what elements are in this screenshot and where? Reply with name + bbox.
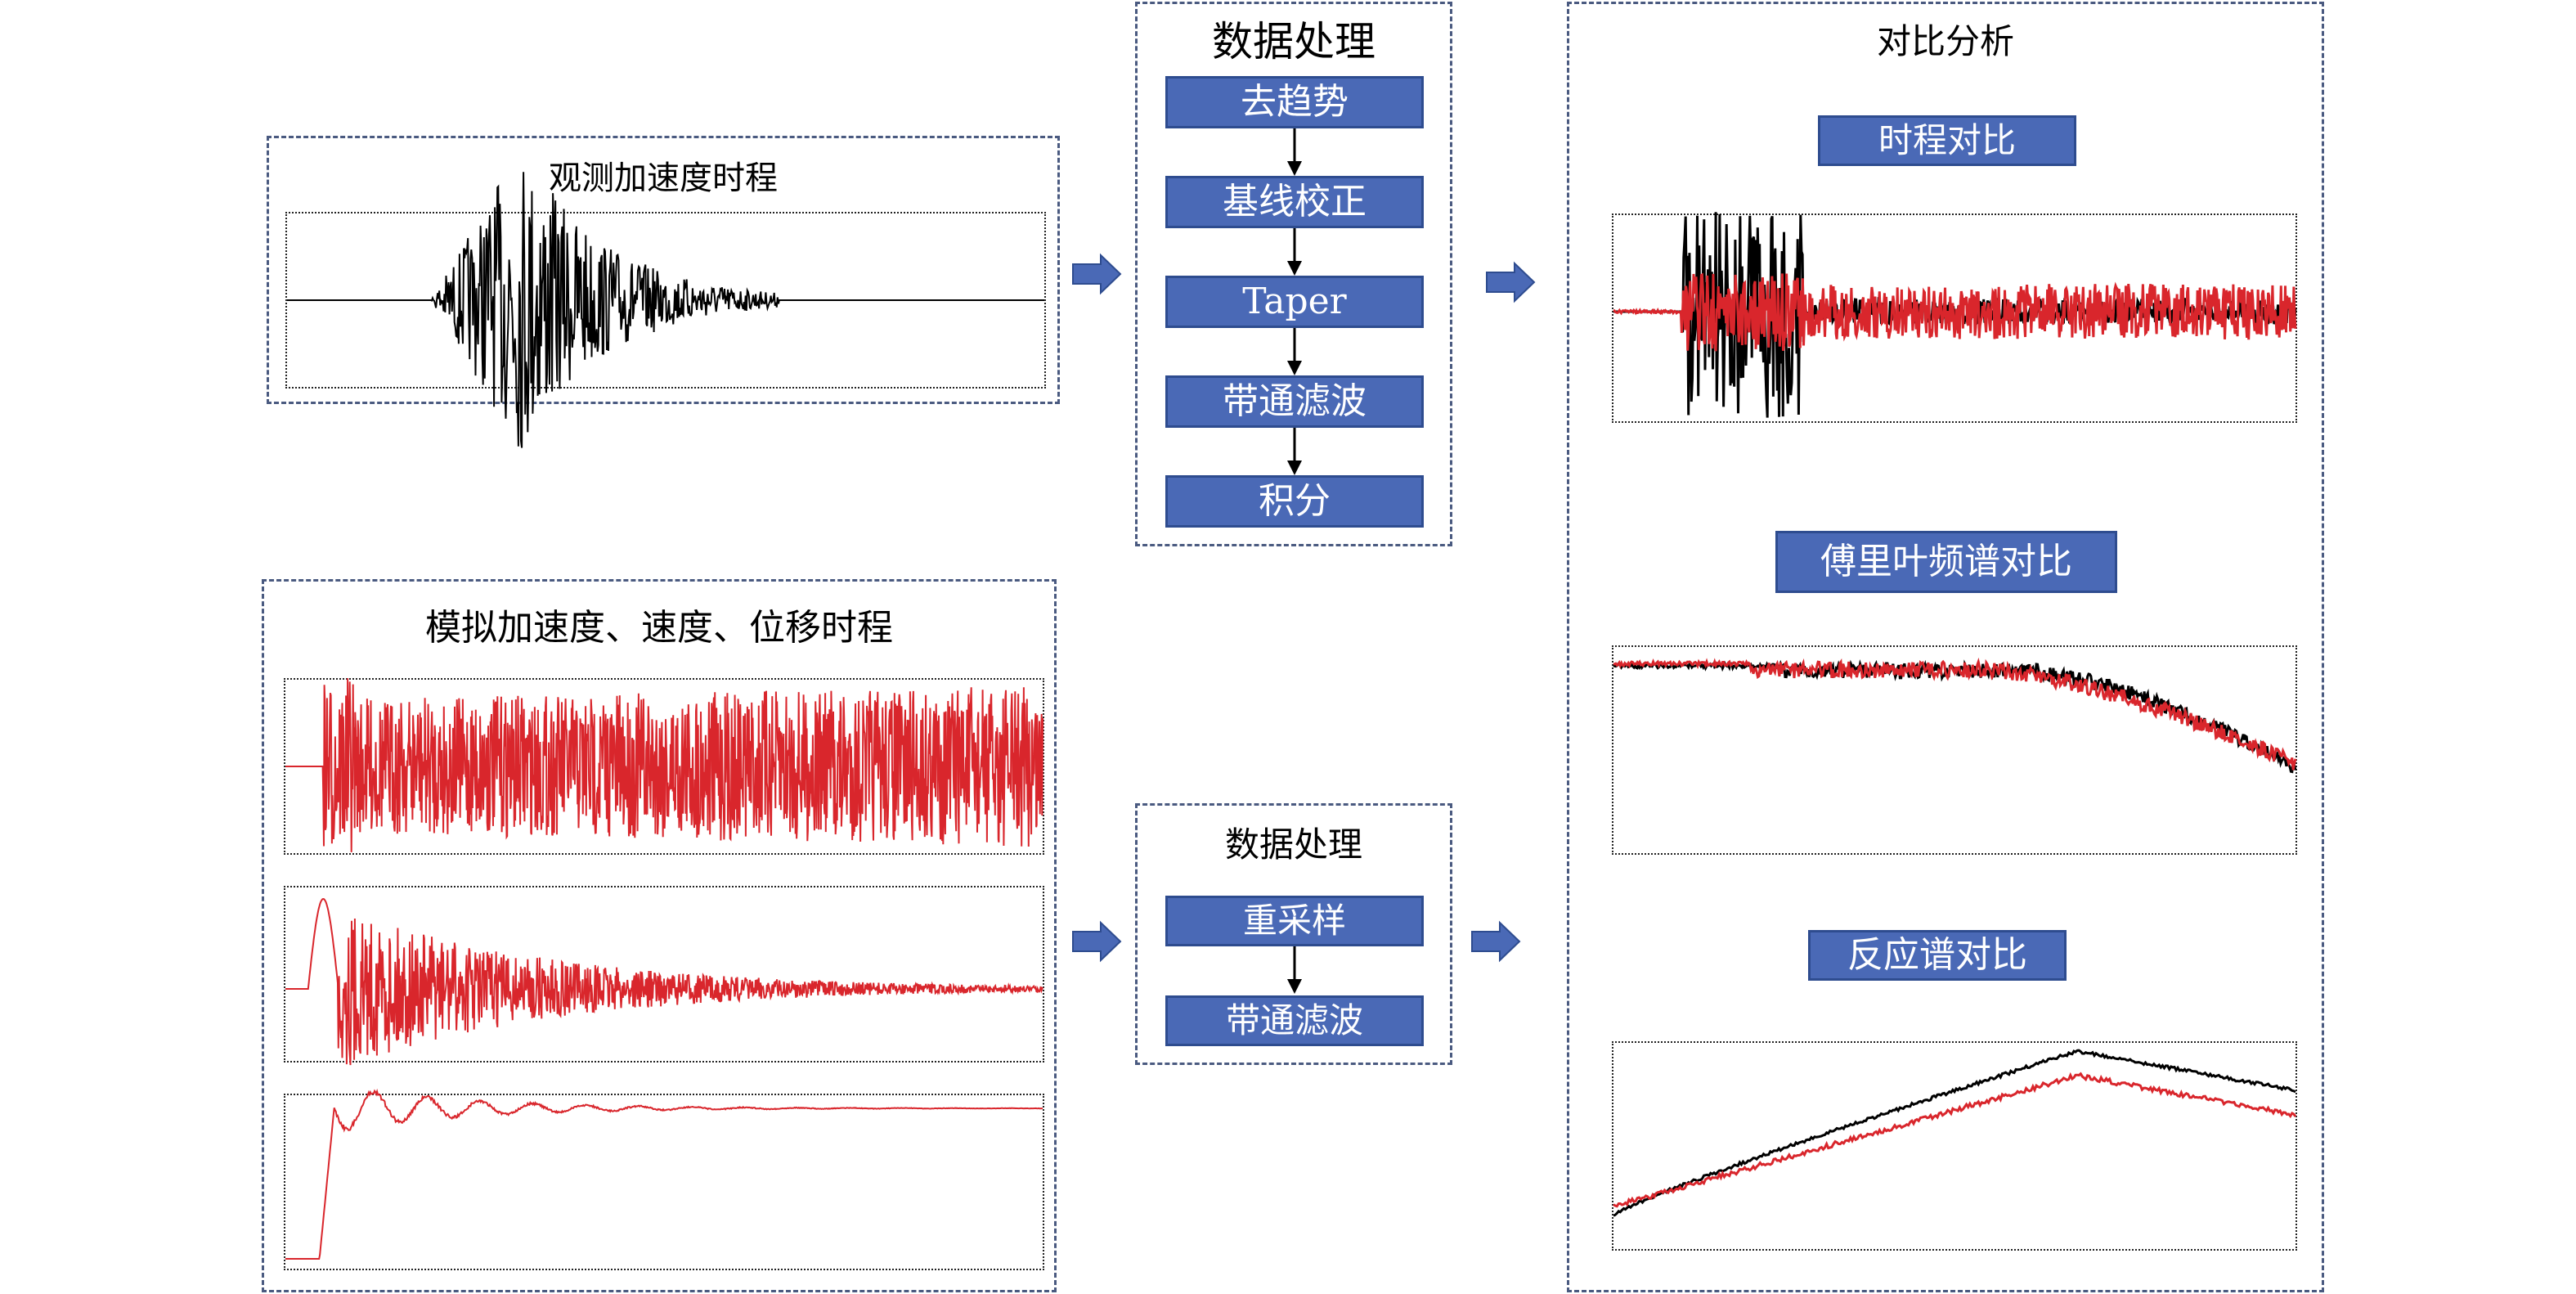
fourier-compare-chart xyxy=(1612,657,2297,774)
right-block-arrow-icon xyxy=(1072,253,1122,295)
sim-displacement-waveform xyxy=(285,1088,1043,1260)
response-compare-plot-box xyxy=(1612,1041,2297,1251)
simulated-panel: 模拟加速度、速度、位移时程 xyxy=(262,579,1057,1292)
sim-acceleration-box xyxy=(284,678,1044,855)
compare-panel: 对比分析 时程对比 傅里叶频谱对比 反应谱对比 xyxy=(1567,2,2324,1292)
proc-bottom-title: 数据处理 xyxy=(1224,824,1362,865)
down-arrow-icon xyxy=(1287,128,1302,176)
observed-waveform xyxy=(287,172,1044,448)
sim-velocity-waveform xyxy=(285,897,1043,1066)
observed-title: 观测加速度时程 xyxy=(549,160,778,197)
sim-displacement-box xyxy=(284,1088,1044,1270)
sim-acceleration-waveform xyxy=(285,678,1043,852)
step-baseline-correction: 基线校正 xyxy=(1165,176,1424,228)
time-compare-chart xyxy=(1613,212,2297,418)
time-compare-label: 时程对比 xyxy=(1818,115,2076,166)
sim-velocity-box xyxy=(284,886,1044,1066)
down-arrow-icon xyxy=(1287,228,1302,276)
observed-plot-box xyxy=(285,172,1046,448)
response-compare-chart xyxy=(1613,1049,2297,1217)
step-bandpass-filter: 带通滤波 xyxy=(1165,375,1424,428)
fourier-compare-plot-box xyxy=(1612,645,2297,855)
proc-bottom-panel: 数据处理 重采样 带通滤波 xyxy=(1135,803,1452,1065)
step-detrend: 去趋势 xyxy=(1165,76,1424,128)
response-compare-label: 反应谱对比 xyxy=(1808,930,2067,981)
time-compare-plot-box xyxy=(1612,212,2297,423)
step-integration: 积分 xyxy=(1165,475,1424,528)
compare-title: 对比分析 xyxy=(1876,21,2014,61)
proc-top-panel: 数据处理 去趋势 基线校正 Taper 带通滤波 积分 xyxy=(1135,2,1452,546)
observed-panel: 观测加速度时程 xyxy=(267,136,1060,448)
step-taper: Taper xyxy=(1165,276,1424,328)
right-block-arrow-icon xyxy=(1072,920,1122,963)
step-resample: 重采样 xyxy=(1165,896,1424,946)
proc-top-title: 数据处理 xyxy=(1212,18,1376,65)
right-block-arrow-icon xyxy=(1486,261,1536,303)
step-bandpass-filter-2: 带通滤波 xyxy=(1165,995,1424,1046)
fourier-compare-label: 傅里叶频谱对比 xyxy=(1775,531,2117,593)
right-block-arrow-icon xyxy=(1471,920,1521,963)
simulated-title: 模拟加速度、速度、位移时程 xyxy=(425,607,893,649)
down-arrow-icon xyxy=(1287,428,1302,475)
down-arrow-icon xyxy=(1287,328,1302,375)
down-arrow-icon xyxy=(1287,946,1302,994)
